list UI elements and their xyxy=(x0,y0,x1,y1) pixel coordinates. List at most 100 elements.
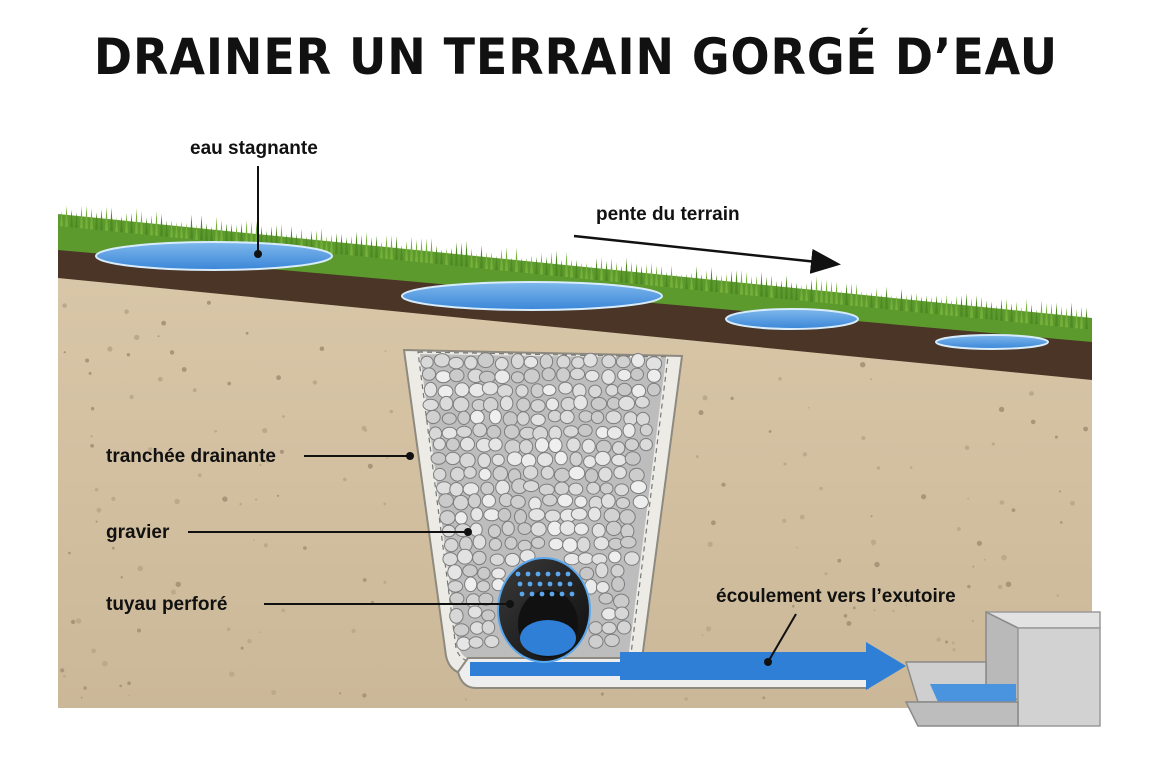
soil-pebble xyxy=(991,442,995,446)
grass-blade xyxy=(455,242,458,266)
gravel-stone xyxy=(435,370,452,384)
grass-blade xyxy=(180,221,183,239)
soil-pebble xyxy=(383,502,387,506)
grass-blade xyxy=(240,222,243,245)
soil-pebble xyxy=(95,520,98,523)
gravel-stone xyxy=(570,507,588,521)
gravel-stone xyxy=(628,467,645,483)
grass-blade xyxy=(1045,303,1048,326)
soil-pebble xyxy=(157,376,163,382)
soil-pebble xyxy=(245,331,249,335)
grass-blade xyxy=(450,247,453,266)
soil-pebble xyxy=(1030,419,1036,425)
gravel-stone xyxy=(624,451,641,466)
gravel-stone xyxy=(554,481,570,496)
grass-blade xyxy=(335,233,338,254)
soil-pebble xyxy=(90,435,93,438)
soil-pebble xyxy=(998,406,1005,413)
gravel-stone xyxy=(452,396,470,413)
soil-pebble xyxy=(1070,500,1075,506)
pipe-hole xyxy=(517,581,523,587)
grass-blade xyxy=(1000,298,1003,321)
pipe-hole xyxy=(535,571,541,577)
gravel-stone xyxy=(605,410,622,425)
puddle xyxy=(935,334,1049,350)
gravel-stone xyxy=(472,550,487,566)
grass-blade xyxy=(65,205,68,227)
grass-blade xyxy=(830,280,833,304)
gravel-stone xyxy=(487,524,502,539)
grass-blade xyxy=(215,216,218,242)
grass-blade xyxy=(950,299,953,316)
grass-blade xyxy=(540,252,543,275)
soil-pebble xyxy=(909,466,913,469)
soil-pebble xyxy=(852,606,856,610)
label-gravel: gravier xyxy=(106,522,170,543)
gravel-stone xyxy=(539,353,554,370)
pipe-hole xyxy=(567,581,573,587)
gravel-stone xyxy=(530,413,546,427)
soil-pebble xyxy=(707,541,713,547)
gravel-stone xyxy=(571,356,585,370)
soil-pebble xyxy=(1060,521,1063,524)
gravel-stone xyxy=(620,535,637,549)
grass-blade xyxy=(865,292,868,308)
grass-blade xyxy=(370,237,373,258)
gravel-stone xyxy=(488,437,503,452)
grass-blade xyxy=(630,261,633,284)
grass-blade xyxy=(1080,306,1083,329)
gravel-stone xyxy=(476,580,491,593)
gravel-stone xyxy=(510,371,525,384)
grass-blade xyxy=(225,223,228,243)
grass-blade xyxy=(815,276,818,303)
grass-blade xyxy=(365,231,368,257)
perforated-pipe xyxy=(497,557,591,663)
soil-pebble xyxy=(229,671,235,677)
puddle xyxy=(401,281,663,311)
gravel-stone xyxy=(586,481,601,495)
soil-pebble xyxy=(363,428,368,432)
gravel-stone xyxy=(568,482,584,496)
grass-blade xyxy=(565,251,568,277)
soil-pebble xyxy=(134,334,140,341)
soil-pebble xyxy=(175,581,181,587)
gravel-stone xyxy=(584,468,599,484)
gravel-stone xyxy=(495,479,511,496)
gravel-stone xyxy=(467,493,482,509)
gravel-stone xyxy=(646,368,662,383)
pipe-hole xyxy=(555,571,561,577)
soil-pebble xyxy=(389,409,393,414)
grass-blade xyxy=(740,269,743,295)
grass-blade xyxy=(525,257,528,273)
gravel-stone xyxy=(423,381,438,398)
pipe-hole xyxy=(527,581,533,587)
grass-blade xyxy=(485,251,488,269)
soil-pebble xyxy=(698,410,704,416)
gravel-stone xyxy=(432,437,446,451)
gravel-stone xyxy=(573,522,589,536)
grass-blade xyxy=(480,245,483,269)
gravel-stone xyxy=(598,592,614,605)
grass-blade xyxy=(725,273,728,294)
soil-pebble xyxy=(846,621,852,626)
grass-blade xyxy=(645,264,648,286)
gravel-stone xyxy=(450,466,465,482)
soil-pebble xyxy=(362,578,367,582)
grass-blade xyxy=(850,282,853,306)
grass-blade xyxy=(1025,298,1028,324)
grass-blades xyxy=(60,205,1088,330)
grass-blade xyxy=(1010,303,1013,322)
gravel-stone xyxy=(608,550,622,564)
grass-blade xyxy=(500,248,503,271)
soil-pebble xyxy=(127,681,131,685)
grass-blade xyxy=(310,230,313,252)
grass-blade xyxy=(675,273,678,289)
soil-pebble xyxy=(319,346,325,352)
gravel-stone xyxy=(464,576,478,593)
grass-blade xyxy=(780,280,783,299)
pipe-hole xyxy=(549,591,555,597)
grass-blade xyxy=(955,295,958,317)
soil-pebble xyxy=(80,696,83,699)
grass-blade xyxy=(680,273,683,289)
grass-blade xyxy=(795,282,798,301)
